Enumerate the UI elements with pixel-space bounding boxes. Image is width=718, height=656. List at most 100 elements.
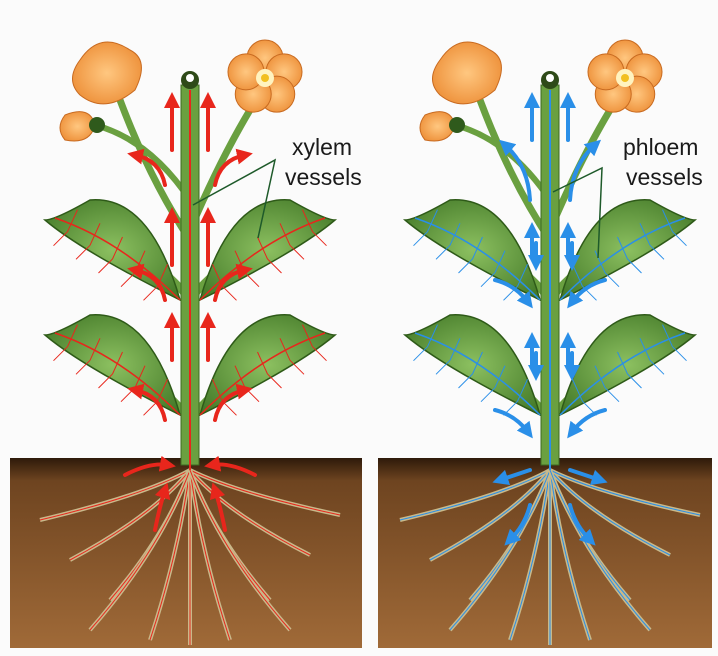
leaf-vein — [89, 223, 101, 246]
flow-arrow — [567, 278, 607, 309]
leaf-vein — [517, 379, 528, 402]
root-vessel — [429, 469, 551, 561]
phloem-label-vessels: vessels — [626, 164, 703, 190]
leaf-vein — [120, 387, 136, 403]
leaf-vein — [257, 236, 268, 260]
leaf-vein — [222, 285, 237, 301]
root-vessel — [509, 469, 551, 641]
leaf-vein — [449, 223, 461, 246]
stamen — [621, 74, 629, 82]
flower-bud — [419, 111, 456, 142]
leaf-vein — [244, 387, 260, 403]
xylem-label-vessels: vessels — [285, 164, 362, 190]
leaf-vein — [427, 324, 438, 347]
leaf-vein — [53, 231, 68, 247]
leaf-vein — [480, 272, 496, 288]
flower-stalk — [94, 122, 193, 202]
leaf-vein — [594, 365, 606, 388]
leaf — [558, 314, 698, 417]
sepal — [89, 117, 105, 133]
leaf-vein — [639, 223, 651, 246]
leaf-vein — [267, 258, 282, 274]
flow-arrow — [153, 482, 171, 532]
flow-arrow — [204, 455, 257, 477]
leaf-midrib — [414, 332, 541, 416]
leaf-vein — [649, 244, 665, 260]
leaf-vein — [257, 351, 268, 375]
leaf — [198, 314, 338, 417]
leaf-vein — [494, 365, 506, 388]
flow-arrow — [504, 503, 532, 546]
flow-arrow — [567, 408, 607, 439]
xylem-panel — [10, 39, 362, 648]
leaf-vein — [279, 338, 291, 361]
leaf-vein — [627, 258, 642, 274]
trumpet-flower — [72, 41, 142, 105]
flow-arrow — [127, 263, 167, 302]
leaf-vein — [604, 387, 620, 403]
leaf-vein — [112, 351, 123, 375]
leaf-vein — [244, 272, 260, 288]
phloem-leader-line — [552, 166, 603, 259]
leaf-vein — [75, 244, 91, 260]
flow-arrow — [493, 408, 533, 439]
leaf-vein — [449, 338, 461, 361]
leaf-vein — [572, 379, 583, 402]
leaf-vein — [143, 285, 158, 301]
leaf-vein — [289, 359, 305, 375]
sepal — [449, 117, 465, 133]
phloem-panel — [378, 39, 712, 648]
leaf — [42, 314, 182, 417]
flow-arrow — [568, 139, 602, 202]
leaf-midrib — [199, 217, 326, 301]
leaf-midrib — [559, 217, 686, 301]
leaf-vein — [413, 231, 428, 247]
leaf-midrib — [559, 332, 686, 416]
root-vessel — [39, 469, 191, 521]
root-vessel — [399, 469, 551, 521]
leaf-vein — [649, 359, 665, 375]
leaf-midrib — [54, 332, 181, 416]
leaf-vein — [472, 236, 483, 260]
root-vessel — [189, 469, 291, 631]
root-vessel — [549, 469, 591, 641]
leaf-vein — [222, 400, 237, 416]
flow-arrow — [213, 148, 253, 187]
leaf-vein — [427, 209, 438, 232]
leaf-vein — [312, 231, 327, 247]
root-vessel — [549, 469, 671, 556]
leaf-vein — [120, 272, 136, 288]
leaf-vein — [494, 250, 506, 273]
root-vessel — [549, 469, 701, 516]
flow-arrow — [213, 383, 253, 422]
xylem-label: xylem — [292, 134, 352, 160]
leaf — [402, 199, 542, 302]
flow-arrow — [492, 468, 532, 486]
leaf — [558, 199, 698, 302]
leaf-vein — [672, 346, 687, 362]
flow-arrow — [493, 278, 533, 309]
root-vessel — [69, 469, 191, 561]
flower-stalk — [454, 122, 553, 202]
flow-arrow — [127, 383, 167, 422]
leaf-vein — [112, 236, 123, 260]
leaf-vein — [279, 223, 291, 246]
root-vessel — [189, 469, 341, 516]
leaf-vein — [458, 373, 473, 389]
leaf-vein — [413, 346, 428, 362]
leaf-vein — [157, 379, 168, 402]
xylem-leader-line — [192, 158, 277, 239]
flow-arrow — [568, 468, 608, 486]
leaf-vein — [617, 351, 628, 375]
leaf-vein — [212, 379, 223, 402]
trumpet-flower — [432, 41, 502, 105]
flow-arrow — [568, 503, 596, 546]
flow-arrow — [209, 482, 227, 532]
leaf-vein — [67, 209, 78, 232]
leaf-vein — [302, 209, 313, 232]
leaf-midrib — [54, 217, 181, 301]
leaf-vein — [617, 236, 628, 260]
leaf-vein — [604, 272, 620, 288]
